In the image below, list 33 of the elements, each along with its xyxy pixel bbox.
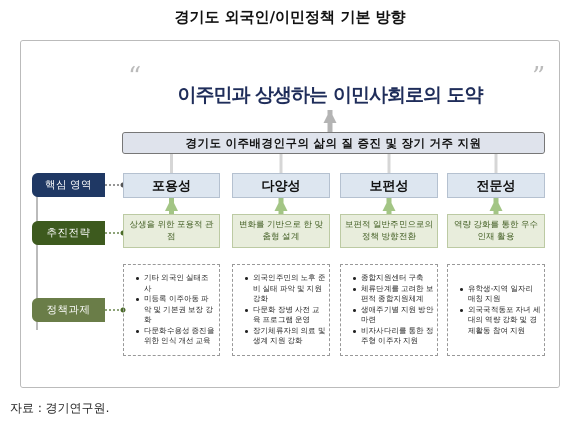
area-box: 다양성 [232,173,330,198]
row-header: 핵심 영역 [32,173,105,197]
arrow [165,198,178,214]
arrow [490,198,502,214]
area-box: 전문성 [447,173,545,198]
goal-banner: 경기도 이주배경인구의 삶의 질 증진 및 장기 거주 지원 [122,132,545,154]
area-box: 포용성 [123,173,220,198]
strategy-box: 보편적 일반주민으로의 정책 방향전환 [340,214,438,248]
task-list-box [123,264,220,356]
diagram-title: 경기도 외국인/이민정책 기본 방향 [173,8,407,27]
task-list-box [340,264,438,356]
task-list-box [232,264,330,356]
quote-mark: “ [128,62,142,92]
row-header: 정책과제 [32,298,105,322]
connector-line [280,154,282,173]
row-header: 추진전략 [32,221,105,245]
connector-line [494,154,498,173]
connector-line [170,154,173,173]
strategy-box: 상생을 위한 포용적 관점 [123,214,220,248]
task-list-box [447,264,545,356]
arrow [382,198,396,214]
connector-line [105,308,126,312]
source-note: 자료 : 경기연구원. [10,400,110,417]
arrow [324,110,336,132]
vision-statement: 이주민과 상생하는 이민사회로의 도약 [150,80,510,110]
strategy-box: 역량 강화를 통한 우수인재 활용 [447,214,545,248]
arrow [274,198,288,214]
connector-line [388,154,390,173]
area-box: 보편성 [340,173,438,198]
connector-line [105,230,126,236]
strategy-box: 변화를 기반으로 한 맞춤형 설계 [232,214,330,248]
quote-mark: ” [532,62,546,92]
connector-line [105,182,126,188]
